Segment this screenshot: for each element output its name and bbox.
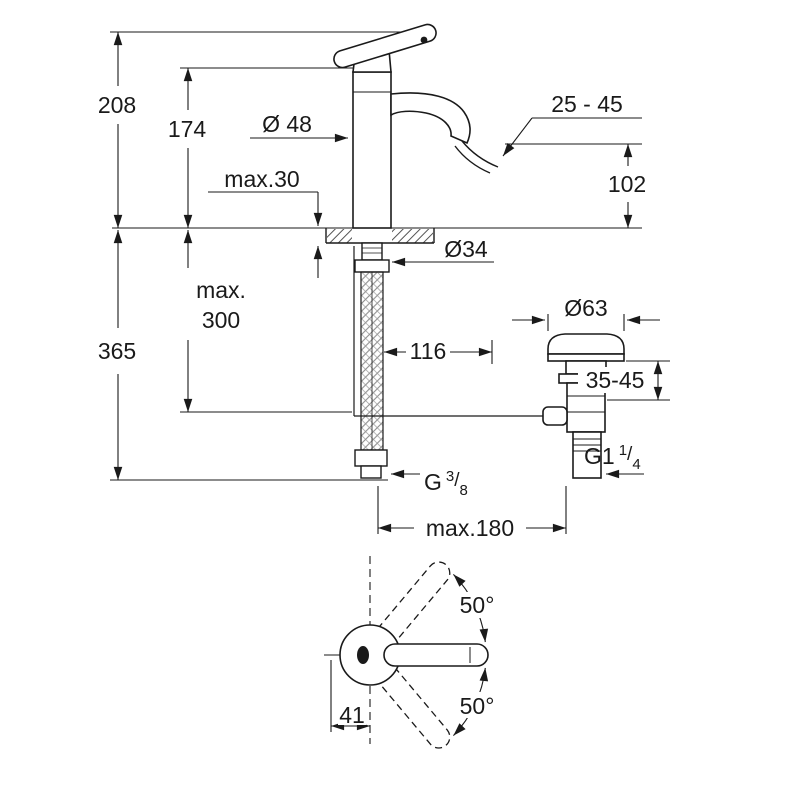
cartridge-dot xyxy=(357,646,369,664)
threaded-shank xyxy=(361,242,383,261)
under-deck-parts xyxy=(353,242,552,479)
handle-position-lower xyxy=(374,662,451,749)
waste-flange-plate xyxy=(547,353,625,362)
handle-top xyxy=(383,643,489,667)
dim-body-height: 174 xyxy=(168,116,207,142)
rod-joint-knob xyxy=(542,406,568,426)
hose-fitting-nipple xyxy=(360,465,382,479)
mounting-nut xyxy=(354,259,390,273)
handle-lever xyxy=(333,23,437,69)
dim-swing-upper: 50° xyxy=(460,592,495,618)
dimension-labels: 208 174 Ø 48 25 - 45 102 max.30 Ø34 max.… xyxy=(98,91,646,728)
faucet-body xyxy=(352,71,392,229)
faucet-spout xyxy=(390,92,471,145)
mounting-deck xyxy=(325,228,435,244)
dim-deck-thickness: max.30 xyxy=(224,166,299,192)
dim-spout-height: 102 xyxy=(608,171,646,197)
handle-top-view xyxy=(324,556,489,749)
faucet-side-view xyxy=(333,23,499,229)
dim-center-distance: max.180 xyxy=(426,515,514,541)
dim-aerator-range: 25 - 45 xyxy=(551,91,623,117)
dim-hose-max-value: 300 xyxy=(202,307,240,333)
waste-flange-dome xyxy=(547,333,625,355)
dim-overall-height: 208 xyxy=(98,92,136,118)
dim-handle-offset: 41 xyxy=(339,702,365,728)
dim-body-diameter: Ø 48 xyxy=(262,111,312,137)
handle-position-upper xyxy=(374,561,451,648)
dim-swing-lower: 50° xyxy=(460,693,495,719)
dimension-lines xyxy=(110,32,670,732)
dim-hose-max-word: max. xyxy=(196,277,246,303)
dim-waste-clamp-range: 35-45 xyxy=(586,367,645,393)
dim-overall-depth: 365 xyxy=(98,338,136,364)
water-stream xyxy=(461,140,499,168)
hose-fitting xyxy=(354,449,388,467)
dim-waste-flange-diameter: Ø63 xyxy=(564,295,607,321)
dim-spout-reach: 116 xyxy=(410,338,447,364)
label-backgrounds xyxy=(338,367,652,725)
dim-hole-diameter: Ø34 xyxy=(444,236,488,262)
waste-tailpipe xyxy=(572,431,602,479)
lever-pin xyxy=(420,36,428,44)
water-stream xyxy=(454,145,491,174)
